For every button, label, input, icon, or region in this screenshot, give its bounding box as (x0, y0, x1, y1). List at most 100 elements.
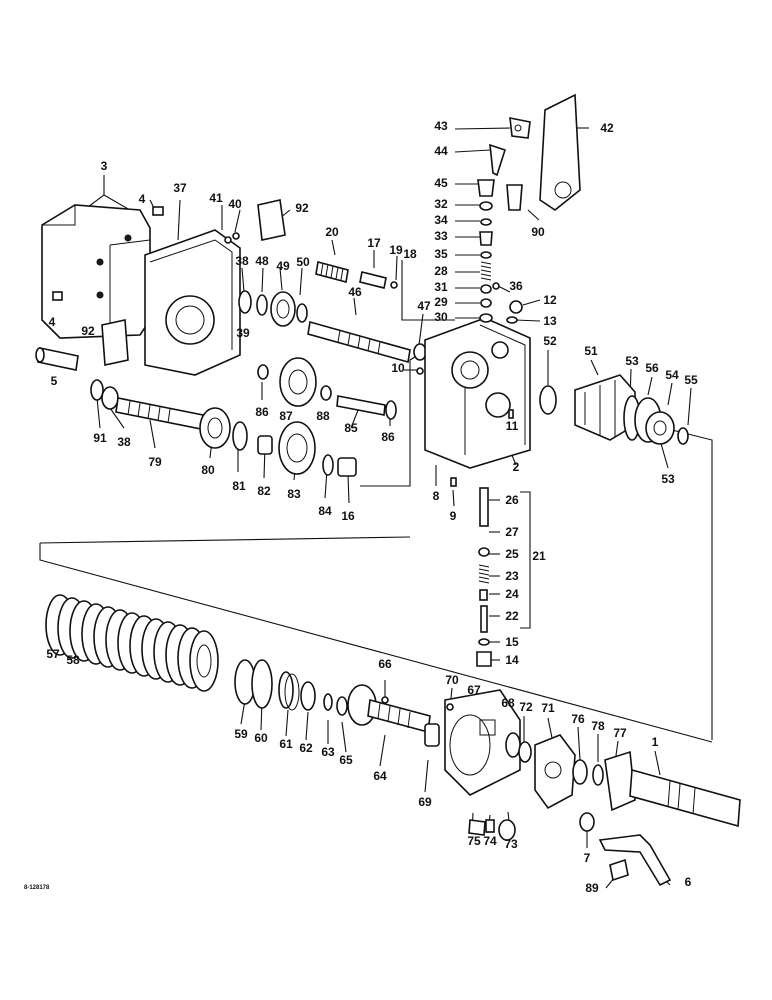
callout-label-47: 47 (417, 299, 431, 313)
callout-label-2: 2 (513, 460, 520, 474)
callout-label-16: 16 (341, 509, 355, 523)
callout-label-4: 4 (49, 315, 56, 329)
callout-label-61: 61 (279, 737, 293, 751)
callout-label-65: 65 (339, 753, 353, 767)
callout-label-69: 69 (418, 795, 432, 809)
callout-label-62: 62 (299, 741, 313, 755)
callout-label-70: 70 (445, 673, 459, 687)
callout-label-86: 86 (381, 430, 395, 444)
callout-label-92: 92 (81, 324, 95, 338)
callout-label-15: 15 (505, 635, 519, 649)
callout-label-91: 91 (93, 431, 107, 445)
callout-label-22: 22 (505, 609, 519, 623)
callout-label-29: 29 (434, 295, 448, 309)
callout-label-44: 44 (434, 144, 448, 158)
callout-label-3: 3 (101, 159, 108, 173)
callout-label-13: 13 (543, 314, 557, 328)
figure-id: 8-128178 (24, 885, 50, 891)
callout-label-52: 52 (543, 334, 557, 348)
parts-artwork (35, 93, 741, 887)
callout-label-83: 83 (287, 487, 301, 501)
callout-label-72: 72 (519, 700, 533, 714)
callout-label-67: 67 (467, 683, 481, 697)
callout-label-37: 37 (173, 181, 187, 195)
callout-label-76: 76 (571, 712, 585, 726)
callout-label-54: 54 (665, 368, 679, 382)
callout-label-57: 57 (46, 647, 60, 661)
callout-label-23: 23 (505, 569, 519, 583)
callout-label-24: 24 (505, 587, 519, 601)
callout-label-48: 48 (255, 254, 269, 268)
callout-label-78: 78 (591, 719, 605, 733)
callout-label-79: 79 (148, 455, 162, 469)
callout-label-73: 73 (504, 837, 518, 851)
callout-label-31: 31 (434, 280, 448, 294)
callout-label-8: 8 (433, 489, 440, 503)
callout-label-51: 51 (584, 344, 598, 358)
callout-label-53: 53 (661, 472, 675, 486)
callout-label-20: 20 (325, 225, 339, 239)
callout-label-12: 12 (543, 293, 557, 307)
callout-label-30: 30 (434, 310, 448, 324)
callout-label-33: 33 (434, 229, 448, 243)
callout-label-49: 49 (276, 259, 290, 273)
callout-label-25: 25 (505, 547, 519, 561)
callout-label-34: 34 (434, 213, 448, 227)
callout-label-80: 80 (201, 463, 215, 477)
callout-label-35: 35 (434, 247, 448, 261)
callout-label-26: 26 (505, 493, 519, 507)
callout-label-90: 90 (531, 225, 545, 239)
callout-label-39: 39 (236, 326, 250, 340)
callout-label-46: 46 (348, 285, 362, 299)
callout-label-41: 41 (209, 191, 223, 205)
callout-label-38: 38 (235, 254, 249, 268)
clutch-plate-stack (45, 594, 219, 692)
callout-label-28: 28 (434, 264, 448, 278)
callout-label-14: 14 (505, 653, 519, 667)
callout-label-66: 66 (378, 657, 392, 671)
callout-label-55: 55 (684, 373, 698, 387)
callout-label-59: 59 (234, 727, 248, 741)
callout-label-63: 63 (321, 745, 335, 759)
callout-label-53: 53 (625, 354, 639, 368)
callout-label-5: 5 (51, 374, 58, 388)
callout-label-56: 56 (645, 361, 659, 375)
callout-label-58: 58 (66, 653, 80, 667)
callout-label-85: 85 (344, 421, 358, 435)
callout-label-18: 18 (403, 247, 417, 261)
callout-label-68: 68 (501, 696, 515, 710)
callout-label-60: 60 (254, 731, 268, 745)
callout-label-87: 87 (279, 409, 293, 423)
callout-label-4: 4 (139, 192, 146, 206)
callout-label-88: 88 (316, 409, 330, 423)
callout-label-19: 19 (389, 243, 403, 257)
callout-label-50: 50 (296, 255, 310, 269)
callout-label-38: 38 (117, 435, 131, 449)
callout-label-17: 17 (367, 236, 381, 250)
callout-label-10: 10 (391, 361, 405, 375)
callout-label-82: 82 (257, 484, 271, 498)
callout-label-75: 75 (467, 834, 481, 848)
callout-label-1: 1 (652, 735, 659, 749)
callout-label-81: 81 (232, 479, 246, 493)
callout-label-7: 7 (584, 851, 591, 865)
callout-label-71: 71 (541, 701, 555, 715)
callout-label-21: 21 (532, 549, 546, 563)
callout-label-6: 6 (685, 875, 692, 889)
callout-label-84: 84 (318, 504, 332, 518)
callout-label-86: 86 (255, 405, 269, 419)
callout-label-11: 11 (506, 419, 519, 433)
callout-label-9: 9 (450, 509, 457, 523)
callout-label-89: 89 (585, 881, 599, 895)
callout-label-27: 27 (505, 525, 519, 539)
callout-label-40: 40 (228, 197, 242, 211)
callout-label-42: 42 (600, 121, 614, 135)
callout-label-36: 36 (509, 279, 523, 293)
callout-label-74: 74 (483, 834, 497, 848)
callout-label-77: 77 (613, 726, 627, 740)
callout-label-32: 32 (434, 197, 448, 211)
callout-label-92: 92 (295, 201, 309, 215)
